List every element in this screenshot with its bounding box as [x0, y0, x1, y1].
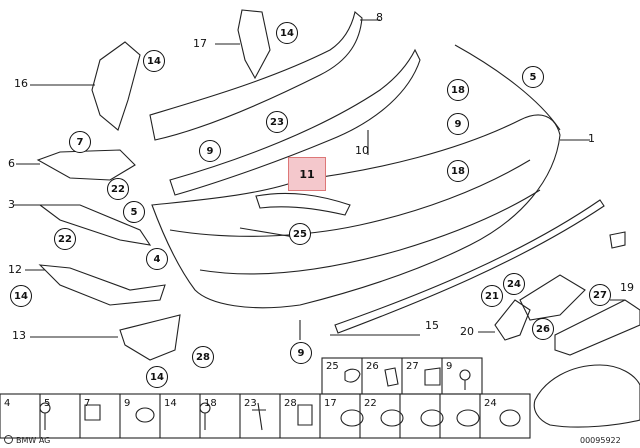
- bracket-24: [519, 274, 586, 321]
- callout-13: 13: [12, 329, 26, 342]
- grid-cell-label: 9: [124, 398, 131, 409]
- grid-cell-label: 28: [284, 398, 297, 409]
- grid-cell-label: 18: [204, 398, 217, 409]
- ref-circle-9: 9: [290, 342, 312, 364]
- callout-17: 17: [193, 37, 207, 50]
- grid-cell-label: 5: [44, 398, 51, 409]
- grid-cell-label: 25: [326, 361, 339, 372]
- ref-circle-26: 26: [532, 318, 554, 340]
- ref-circle-14: 14: [143, 50, 165, 72]
- grid-cell-label: 24: [484, 398, 497, 409]
- grid-cell-label: 14: [164, 398, 177, 409]
- reflector: [554, 299, 640, 356]
- bracket-17: [237, 9, 271, 80]
- callout-15: 15: [425, 319, 439, 332]
- part-11: [255, 192, 351, 216]
- callout-20: 20: [460, 325, 474, 338]
- ref-circle-21: 21: [481, 285, 503, 307]
- ref-circle-18: 18: [447, 79, 469, 101]
- bracket-13: [119, 314, 181, 361]
- bmw-logo-icon: [4, 435, 13, 444]
- reinforcement-bar: [169, 48, 421, 196]
- ref-circle-9: 9: [447, 113, 469, 135]
- bracket-20: [494, 299, 531, 341]
- grid-cell-label: 23: [244, 398, 257, 409]
- ref-circle-14: 14: [146, 366, 168, 388]
- callout-3: 3: [8, 198, 15, 211]
- ref-circle-27: 27: [589, 284, 611, 306]
- ref-circle-9: 9: [199, 140, 221, 162]
- ref-circle-18: 18: [447, 160, 469, 182]
- bracket-12: [38, 264, 166, 306]
- ref-circle-28: 28: [192, 346, 214, 368]
- ref-circle-5: 5: [123, 201, 145, 223]
- grid-cell-label: 9: [446, 361, 453, 372]
- callout-8: 8: [376, 11, 383, 24]
- bracket-3: [38, 204, 152, 246]
- diagram-code: 00095922: [580, 436, 621, 445]
- grid-cell-label: 26: [366, 361, 379, 372]
- ref-circle-22: 22: [54, 228, 76, 250]
- ref-circle-23: 23: [266, 111, 288, 133]
- trim-strip: [334, 199, 605, 334]
- ref-circle-14: 14: [10, 285, 32, 307]
- grid-cell-label: 27: [406, 361, 419, 372]
- ref-circle-4: 4: [146, 248, 168, 270]
- ref-circle-14: 14: [276, 22, 298, 44]
- highlighted-part-label: 11: [288, 157, 326, 191]
- grid-cell-label: 4: [4, 398, 11, 409]
- carrier: [149, 10, 363, 141]
- callout-10: 10: [355, 144, 369, 157]
- callout-12: 12: [8, 263, 22, 276]
- ref-circle-7: 7: [69, 131, 91, 153]
- callout-1: 1: [588, 132, 595, 145]
- car-thumbnail: [533, 364, 640, 428]
- grid-cell-label: 7: [84, 398, 91, 409]
- grid-cell-label: 22: [364, 398, 377, 409]
- bracket-16: [91, 41, 141, 131]
- callout-6: 6: [8, 157, 15, 170]
- ref-circle-24: 24: [503, 273, 525, 295]
- brand-label: BMW AG: [16, 436, 51, 445]
- ref-circle-25: 25: [289, 223, 311, 245]
- callout-19: 19: [620, 281, 634, 294]
- ref-circle-22: 22: [107, 178, 129, 200]
- grid-cell-label: 17: [324, 398, 337, 409]
- callout-16: 16: [14, 77, 28, 90]
- bracket-6: [36, 149, 136, 181]
- ref-circle-5: 5: [522, 66, 544, 88]
